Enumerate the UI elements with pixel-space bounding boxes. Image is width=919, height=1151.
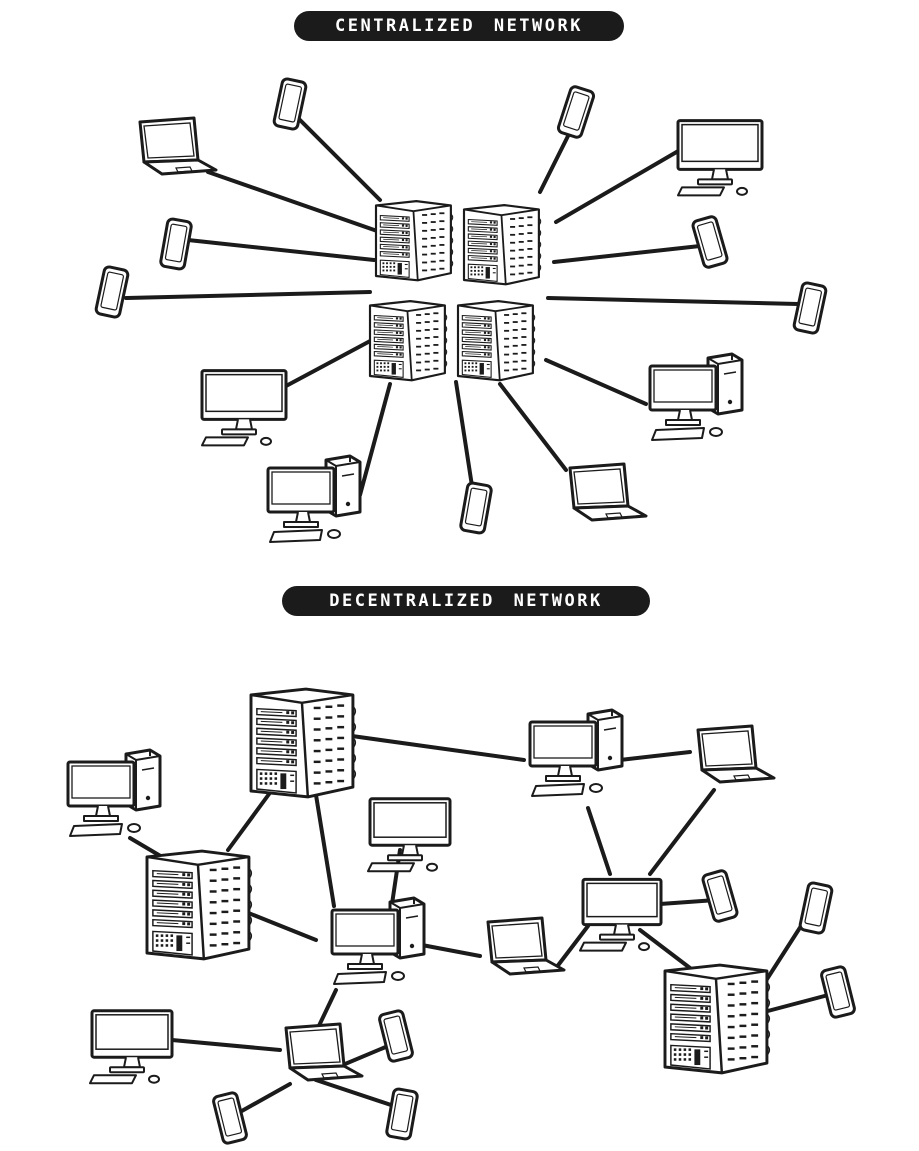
connection-line <box>284 338 374 388</box>
connection-line <box>206 170 382 234</box>
desktop-computer-icon <box>266 454 362 543</box>
smartphone-icon <box>556 85 596 139</box>
connection-line <box>358 382 392 497</box>
desktop-computer-icon <box>66 748 162 837</box>
connection-line <box>648 788 716 876</box>
smartphone-icon <box>159 217 193 271</box>
connection-line <box>226 788 274 852</box>
connection-line <box>314 1078 402 1110</box>
connection-line <box>186 238 376 262</box>
server-rack-icon <box>249 687 357 799</box>
connection-line <box>544 358 648 406</box>
connection-line <box>538 130 572 194</box>
smartphone-icon <box>378 1009 414 1063</box>
connection-line <box>124 290 372 300</box>
smartphone-icon <box>385 1087 419 1141</box>
laptop-icon <box>568 462 648 522</box>
smartphone-icon <box>820 965 856 1019</box>
devices <box>66 77 856 1145</box>
monitor-icon <box>367 797 452 873</box>
laptop-icon <box>138 116 218 176</box>
connection-line <box>170 1038 282 1052</box>
connection-line <box>298 118 382 202</box>
monitor-icon <box>89 1009 174 1085</box>
smartphone-icon <box>691 215 729 269</box>
monitor-icon <box>676 119 764 197</box>
connection-line <box>238 1082 292 1114</box>
smartphone-icon <box>212 1091 248 1145</box>
server-rack-icon <box>456 300 536 382</box>
decentralized-network-title: DECENTRALIZED NETWORK <box>282 586 650 616</box>
server-rack-icon <box>663 963 771 1075</box>
connection-line <box>350 734 526 762</box>
smartphone-icon <box>459 481 493 535</box>
connection-line <box>762 992 834 1014</box>
smartphone-icon <box>701 869 739 923</box>
laptop-icon <box>486 916 566 976</box>
desktop-computer-icon <box>648 352 744 441</box>
laptop-icon <box>696 724 776 784</box>
smartphone-icon <box>792 281 828 335</box>
laptop-icon <box>284 1022 364 1082</box>
monitor-icon <box>579 877 663 952</box>
monitor-icon <box>200 369 288 447</box>
desktop-computer-icon <box>528 708 624 797</box>
server-rack-icon <box>374 200 454 282</box>
server-rack-icon <box>462 204 542 286</box>
connection-line <box>658 898 718 906</box>
desktop-computer-icon <box>330 896 426 985</box>
connection-line <box>554 924 590 970</box>
smartphone-icon <box>272 77 308 131</box>
connection-line <box>552 244 702 264</box>
connection-line <box>546 296 800 306</box>
connection-line <box>314 793 336 908</box>
connection-line <box>618 750 692 762</box>
connection-line <box>454 380 474 488</box>
smartphone-icon <box>94 265 130 319</box>
connections <box>124 118 834 1114</box>
server-rack-icon <box>368 300 448 382</box>
server-rack-icon <box>145 849 253 961</box>
connection-line <box>554 148 682 224</box>
smartphone-icon <box>798 881 834 935</box>
connection-line <box>638 928 692 970</box>
centralized-network-title: CENTRALIZED NETWORK <box>294 11 624 41</box>
connection-line <box>586 806 612 876</box>
connection-line <box>498 382 568 472</box>
